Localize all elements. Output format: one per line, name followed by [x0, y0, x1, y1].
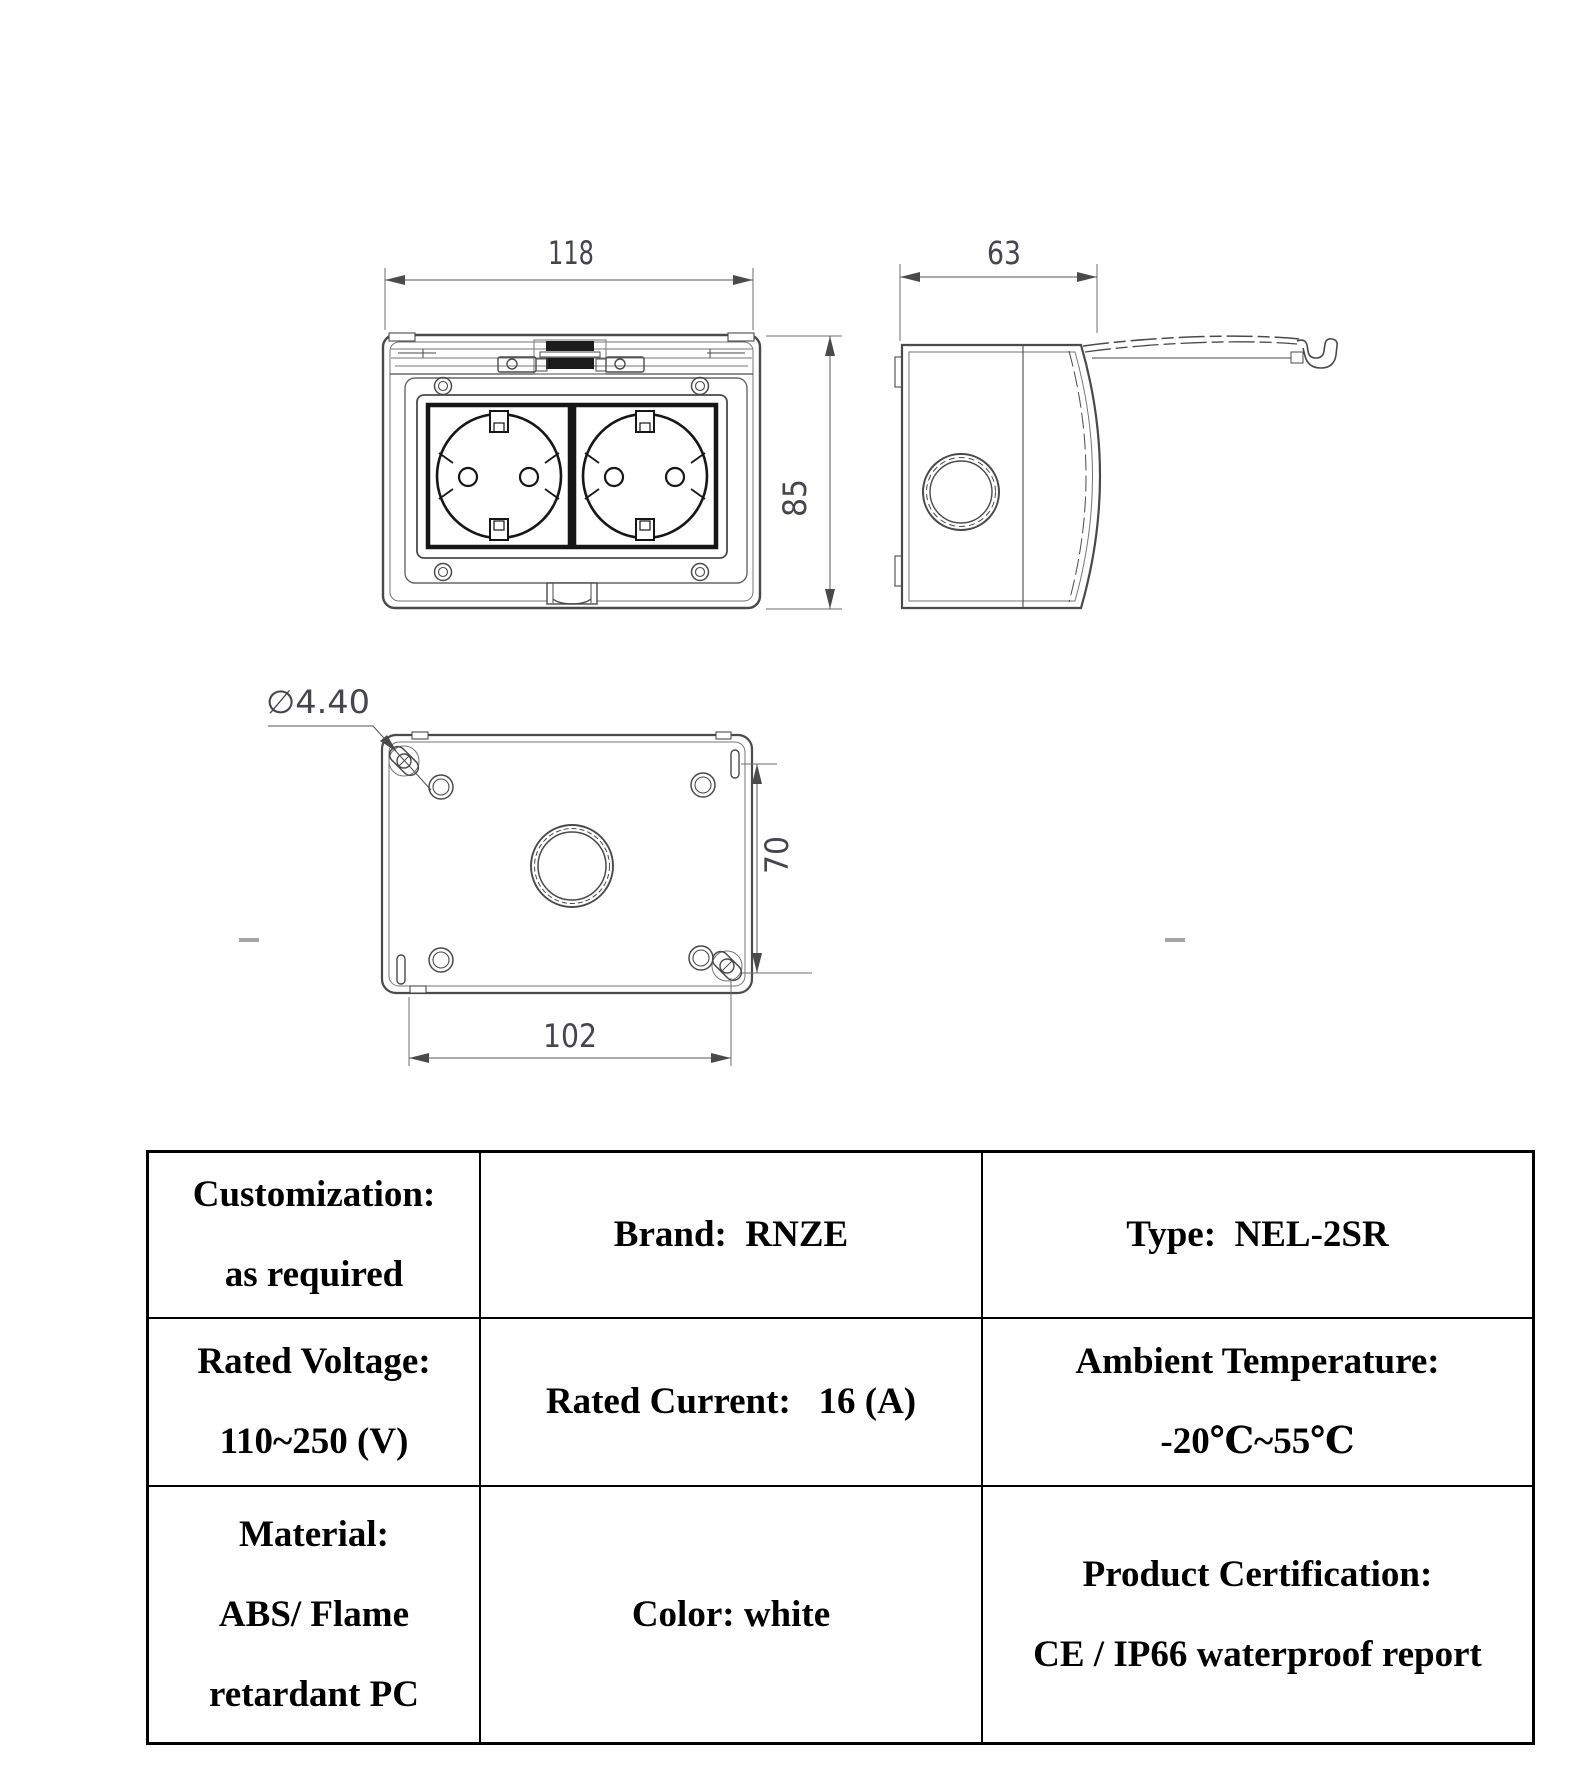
- dim-front-height-label: 85: [776, 479, 814, 517]
- spec-text: CE / IP66 waterproof report: [1033, 1633, 1482, 1675]
- spec-table: Customization: as required Brand: RNZE T…: [146, 1150, 1535, 1745]
- spec-text: Rated Voltage:: [197, 1341, 431, 1382]
- spec-text: Product Certification:: [1082, 1553, 1433, 1595]
- socket-left: [425, 402, 573, 550]
- spec-cell-rated-current: Rated Current: 16 (A): [481, 1319, 983, 1487]
- back-view-drawing: ∅4.40 102: [239, 683, 1185, 1066]
- spec-text: Rated Current: 16 (A): [545, 1381, 917, 1422]
- technical-drawing: 118 85: [239, 234, 1338, 1066]
- side-view-drawing: 63: [894, 234, 1338, 610]
- spec-cell-color: Color: white: [481, 1487, 983, 1742]
- spec-cell-ambient-temperature: Ambient Temperature: -20℃~55℃: [983, 1319, 1532, 1487]
- dim-mount-width: [408, 978, 732, 1066]
- panel-screws: [433, 376, 710, 582]
- open-lid: [1082, 335, 1338, 369]
- dim-hole-callout: [268, 725, 432, 791]
- spec-text: -20℃~55℃: [1160, 1421, 1355, 1462]
- dim-front-width: [384, 268, 754, 330]
- spec-text: Ambient Temperature:: [1075, 1341, 1440, 1382]
- cable-knockout-side: [922, 453, 1000, 531]
- dim-mount-height-label: 70: [758, 836, 796, 874]
- spec-cell-brand: Brand: RNZE: [481, 1153, 983, 1319]
- dim-mount-width-label: 102: [543, 1017, 597, 1055]
- spec-text: Color: white: [631, 1593, 831, 1635]
- mount-keyhole-bottom-right: [711, 950, 743, 982]
- spec-cell-material: Material: ABS/ Flame retardant PC: [149, 1487, 481, 1742]
- dim-front-height: [766, 335, 842, 610]
- dim-front-width-label: 118: [548, 234, 594, 272]
- bottom-tab: [546, 582, 598, 605]
- spec-cell-customization: Customization: as required: [149, 1153, 481, 1319]
- spec-text: Material:: [239, 1513, 389, 1555]
- spec-text: as required: [224, 1254, 404, 1295]
- lid-latch: [497, 339, 645, 375]
- spec-text: retardant PC: [209, 1673, 419, 1715]
- dim-mount-height: [741, 763, 812, 974]
- spec-cell-type: Type: NEL-2SR: [983, 1153, 1532, 1319]
- dim-side-depth-label: 63: [987, 234, 1021, 272]
- spec-text: Type: NEL-2SR: [1126, 1214, 1389, 1255]
- spec-cell-certification: Product Certification: CE / IP66 waterpr…: [983, 1487, 1532, 1742]
- dim-side-depth: [899, 264, 1098, 341]
- screw-bosses: [428, 772, 716, 973]
- spec-cell-rated-voltage: Rated Voltage: 110~250 (V): [149, 1319, 481, 1487]
- lid-latch-hook: [1296, 338, 1338, 369]
- front-view-drawing: 118 85: [381, 234, 842, 610]
- spec-text: Customization:: [192, 1174, 436, 1215]
- socket-right: [571, 402, 719, 550]
- cable-knockout-back: [530, 824, 614, 908]
- dim-hole-diameter-label: ∅4.40: [266, 683, 370, 721]
- spec-text: Brand: RNZE: [613, 1214, 849, 1255]
- spec-text: 110~250 (V): [219, 1421, 409, 1462]
- spec-text: ABS/ Flame: [218, 1593, 410, 1635]
